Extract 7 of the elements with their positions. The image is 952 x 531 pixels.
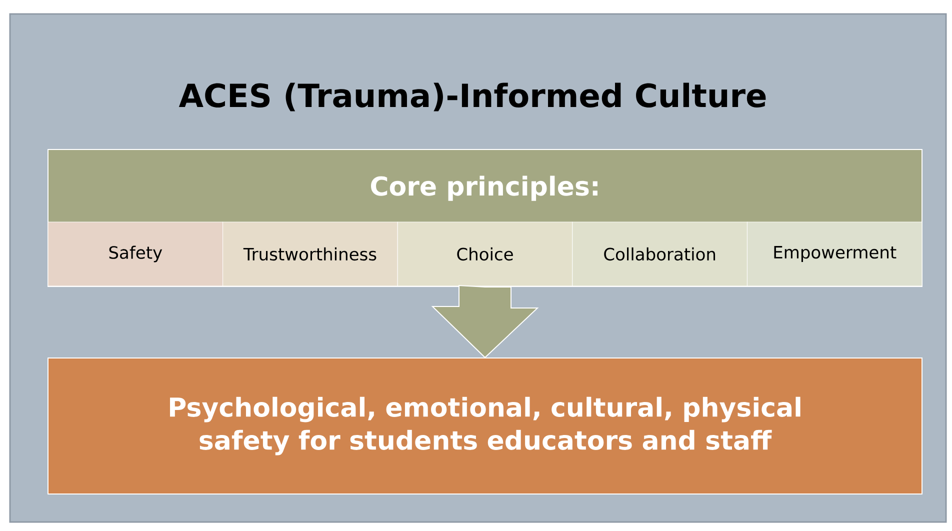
principle-box: Collaboration: [572, 222, 748, 286]
outcome-box: Psychological, emotional, cultural, physical safety for students educators and staff: [48, 358, 922, 494]
principle-box: Empowerment: [746, 222, 922, 286]
principle-box: Safety: [48, 222, 224, 286]
principle-box: Choice: [397, 222, 573, 286]
title: ACES (Trauma)-Informed Culture: [178, 82, 766, 112]
principle-box: Trustworthiness: [222, 222, 398, 286]
